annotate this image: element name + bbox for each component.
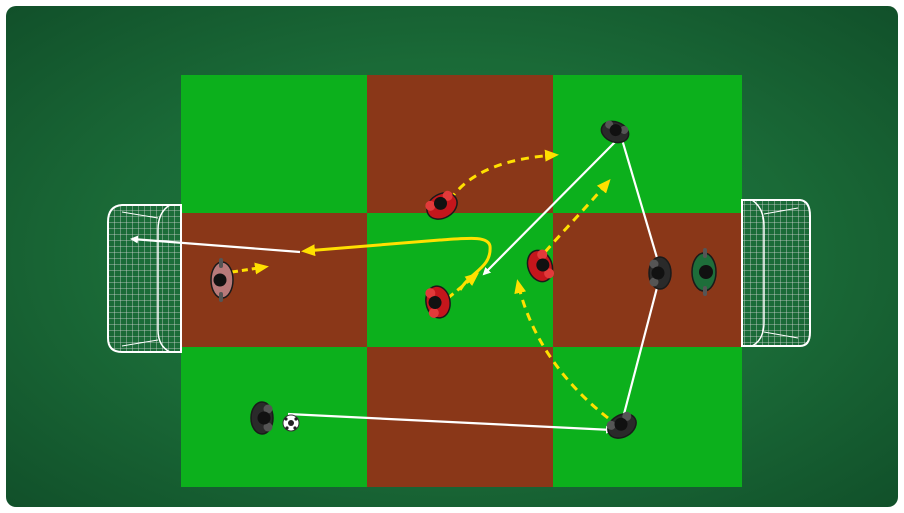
grid-cell-3-2 <box>367 347 553 487</box>
drill-diagram <box>6 6 898 507</box>
grid-cell-3-3 <box>553 347 742 487</box>
goal-net-icon <box>108 205 181 352</box>
grid-cell-1-2 <box>367 75 553 213</box>
goal-right <box>742 200 810 346</box>
goal-left <box>108 205 181 352</box>
goal-net-icon <box>742 200 810 346</box>
soccer-ball-icon <box>283 415 299 431</box>
grid-cell-2-1 <box>181 213 367 347</box>
player-icon <box>649 257 671 289</box>
player-icon <box>251 402 273 434</box>
grid-cell-1-1 <box>181 75 367 213</box>
grid-cell-1-3 <box>553 75 742 213</box>
pitch-svg <box>6 6 898 507</box>
